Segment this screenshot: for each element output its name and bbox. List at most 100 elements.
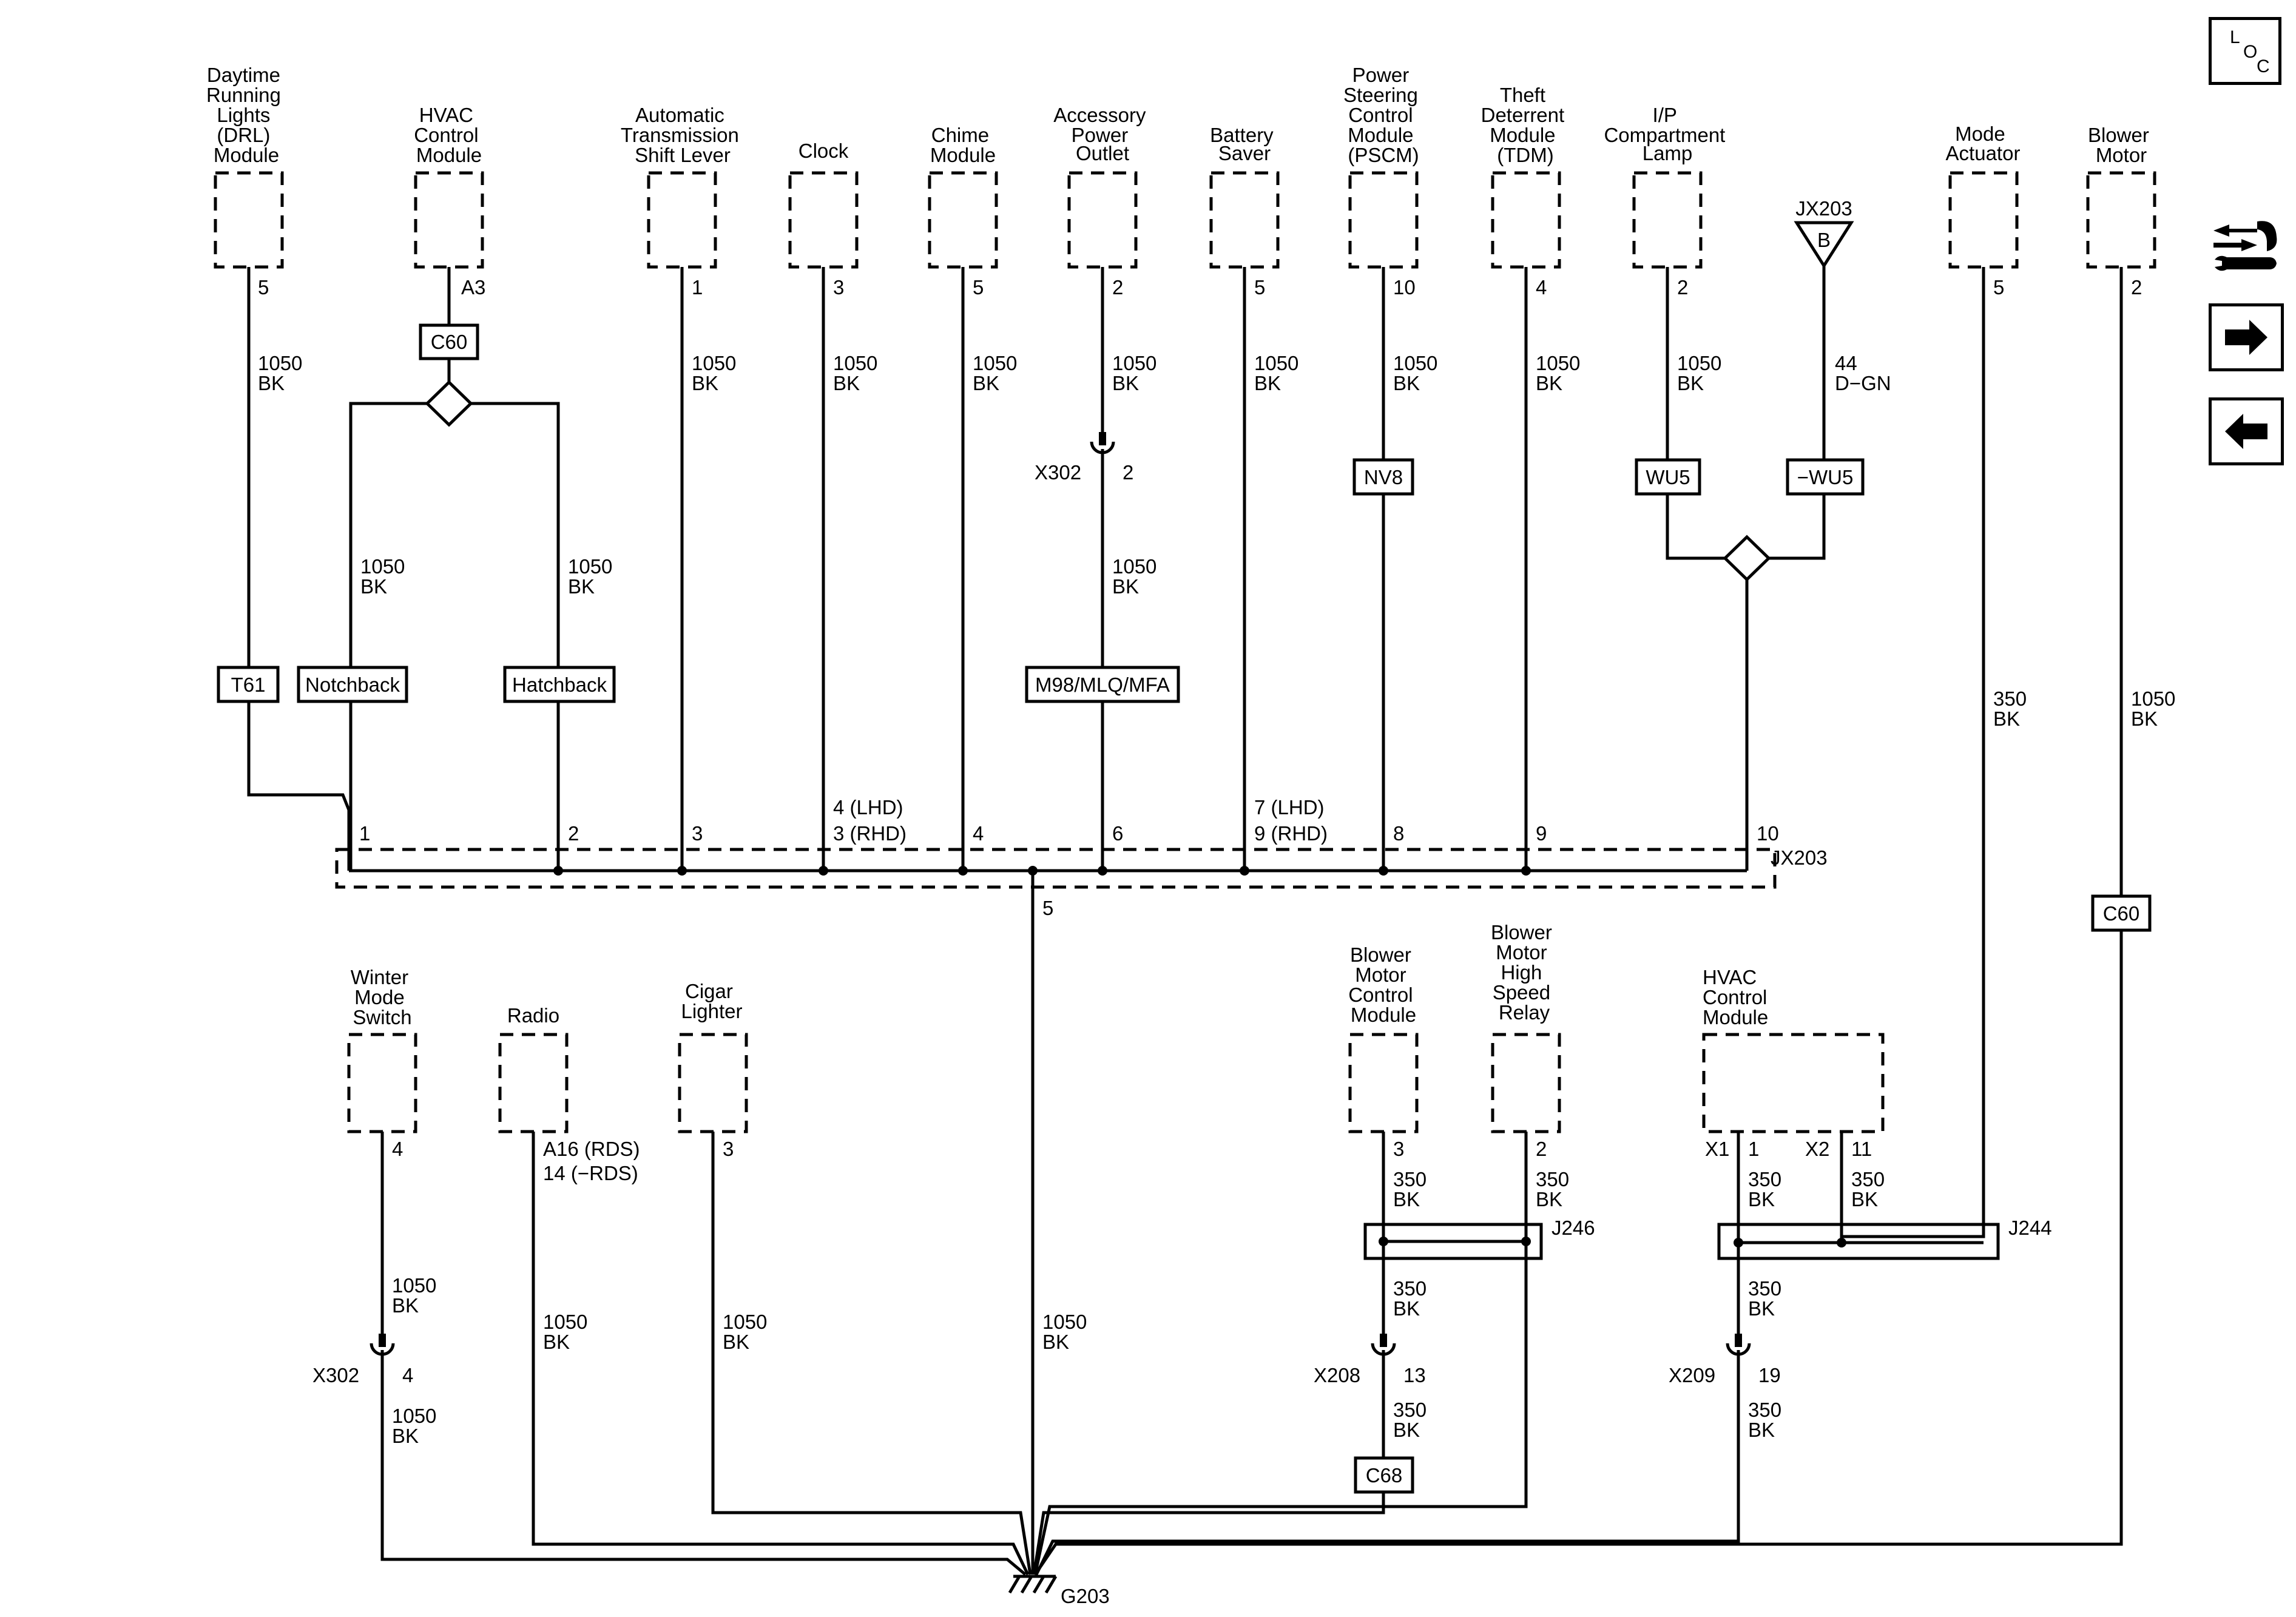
wire-hatchback-branch: [471, 402, 560, 871]
bmhsr-box[interactable]: [1491, 1033, 1561, 1133]
tdm-box[interactable]: [1491, 171, 1561, 269]
svg-text:C60: C60: [431, 331, 468, 353]
svg-text:3 (RHD): 3 (RHD): [833, 822, 907, 845]
t61-option[interactable]: T61: [217, 666, 280, 703]
winter-switch-box[interactable]: [347, 1033, 417, 1133]
blower-motor-box[interactable]: [2086, 171, 2156, 269]
svg-text:9 (RHD): 9 (RHD): [1254, 822, 1328, 845]
svg-text:4 (LHD): 4 (LHD): [833, 796, 903, 819]
jx203-b-flag-icon: [1794, 221, 1854, 269]
mode-actuator-box[interactable]: [1948, 171, 2019, 269]
wire-winter-lower: [380, 1350, 1027, 1576]
svg-text:C: C: [2257, 56, 2270, 76]
svg-text:NV8: NV8: [1364, 466, 1403, 488]
j244-label: J244: [2008, 1217, 2052, 1239]
notchback-option[interactable]: Notchback: [297, 666, 408, 703]
c68-option[interactable]: C68: [1354, 1456, 1414, 1494]
x209-pin: [1735, 1334, 1742, 1347]
pscm-box[interactable]: [1348, 171, 1419, 269]
pin-bmhsr: 2: [1536, 1138, 1547, 1160]
wire-bmhsr: [1033, 1132, 1528, 1575]
mode-actuator-title: Mode Actuator: [1946, 123, 2021, 164]
pin-apo: 2: [1112, 276, 1123, 299]
wu5-option[interactable]: WU5: [1635, 458, 1701, 496]
x302-apo-socket-icon: [1090, 441, 1115, 454]
m98-option[interactable]: M98/MLQ/MFA: [1025, 666, 1180, 703]
pin-winter: 4: [392, 1138, 403, 1160]
bmcm-title: Blower Motor Control Module: [1348, 944, 1419, 1026]
next-page-button[interactable]: [2209, 303, 2284, 371]
pin-cigar: 3: [723, 1138, 734, 1160]
clock-title: Clock: [799, 140, 849, 162]
pin-hvac-bot-x2: X2: [1805, 1138, 1829, 1160]
pin-tdm: 4: [1536, 276, 1547, 299]
radio-title: Radio: [507, 1004, 559, 1027]
jx203-pin-dots: [553, 866, 1531, 876]
hvac-top-title: HVAC Control Module: [414, 104, 484, 166]
chime-title: Chime Module: [930, 124, 996, 166]
pin-chime: 5: [973, 276, 984, 299]
j246-label: J246: [1551, 1217, 1595, 1239]
hvac-bot-module-box[interactable]: [1702, 1033, 1885, 1133]
x208-pin-label: 13: [1403, 1364, 1426, 1386]
chime-module-box[interactable]: [928, 171, 998, 269]
drl-module-title: Daytime Running Lights (DRL) Module: [206, 64, 286, 166]
x209-pin-label: 19: [1758, 1364, 1781, 1386]
x209-socket-icon: [1726, 1343, 1751, 1356]
pin-mode: 5: [1993, 276, 2004, 299]
wires: [247, 266, 2123, 1576]
wire-mode: [1842, 267, 1985, 1238]
wire-hvac-bot-lower: [1035, 1350, 1740, 1576]
pin-labels: 5 A3 1 3 5 2 5 10 4 2 5 2 4 A16 (RDS) 14…: [258, 276, 2142, 1184]
jx203-pin-labels: 1 2 3 4 (LHD) 3 (RHD) 4 6 7 (LHD) 9 (RHD…: [359, 197, 1852, 919]
ip-lamp-title: I/P Compartment Lamp: [1604, 104, 1730, 164]
nv8-option[interactable]: NV8: [1352, 458, 1414, 496]
trans-title: Automatic Transmission Shift Lever: [621, 104, 745, 166]
battery-saver-box[interactable]: [1209, 171, 1280, 269]
pscm-title: Power Steering Control Module (PSCM): [1343, 64, 1423, 166]
loc-button[interactable]: L O C: [2209, 17, 2281, 85]
apo-box[interactable]: [1067, 171, 1138, 269]
previous-page-button[interactable]: [2209, 397, 2284, 465]
not-wu5-option[interactable]: −WU5: [1786, 458, 1865, 496]
svg-text:10: 10: [1757, 822, 1779, 845]
pin-hvac-top: A3: [461, 276, 485, 299]
cigar-lighter-box[interactable]: [678, 1033, 748, 1133]
hatchback-option[interactable]: Hatchback: [503, 666, 616, 703]
inline-connector-labels: X302 2 X302 4 X208 13 X209 19 J246 J244 …: [312, 461, 2052, 1607]
x208-label: X208: [1314, 1364, 1360, 1386]
loc-icon: L O C: [2230, 27, 2270, 76]
bmcm-box[interactable]: [1348, 1033, 1419, 1133]
drl-module-box[interactable]: [214, 171, 284, 269]
ip-lamp-box[interactable]: [1632, 171, 1703, 269]
wire-radio: [532, 1132, 1030, 1576]
clock-box[interactable]: [788, 171, 859, 269]
pin-clock: 3: [833, 276, 844, 299]
wire-jx203-b: [1768, 266, 1826, 560]
svg-text:C68: C68: [1366, 1464, 1403, 1487]
pin-hvac-bot-1: 1: [1748, 1138, 1759, 1160]
jx203-ground-pin: 5: [1042, 897, 1053, 919]
connector-wrench-button[interactable]: [2209, 212, 2284, 279]
radio-box[interactable]: [498, 1033, 569, 1133]
trans-shift-lever-box[interactable]: [647, 171, 717, 269]
x302-winter-socket-icon: [370, 1343, 395, 1356]
hvac-top-module-box[interactable]: [414, 171, 484, 269]
c60-top-option[interactable]: C60: [419, 323, 479, 360]
c60-blower-option[interactable]: C60: [2091, 894, 2152, 932]
ip-splice-diamond: [1723, 535, 1771, 582]
